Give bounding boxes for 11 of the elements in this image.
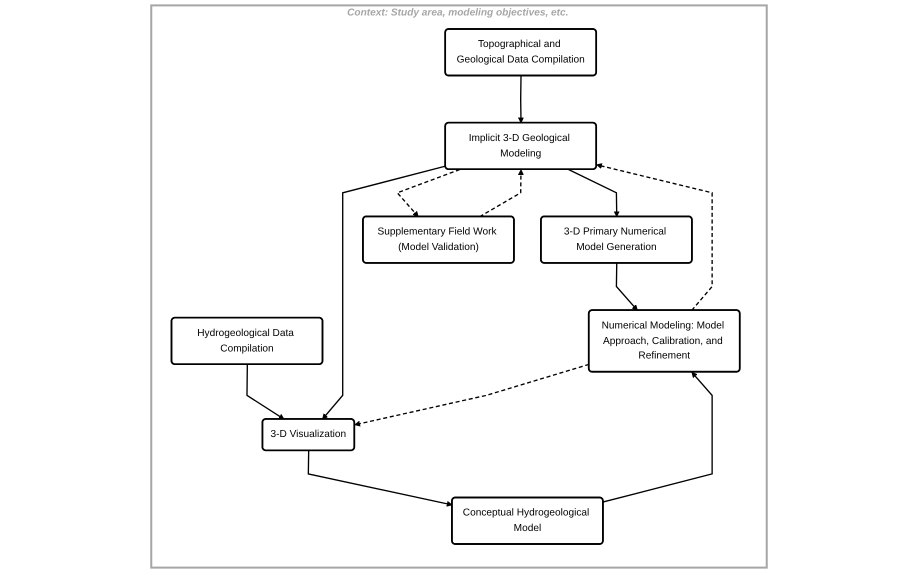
arrow — [479, 169, 524, 218]
arrow — [603, 372, 713, 503]
arrow — [246, 364, 284, 420]
arrow — [322, 166, 446, 420]
arrow — [308, 450, 453, 507]
arrow — [568, 168, 620, 217]
arrow — [596, 163, 713, 311]
arrow — [616, 263, 638, 311]
arrow — [354, 364, 590, 427]
arrow — [396, 168, 460, 217]
arrow — [518, 76, 524, 124]
